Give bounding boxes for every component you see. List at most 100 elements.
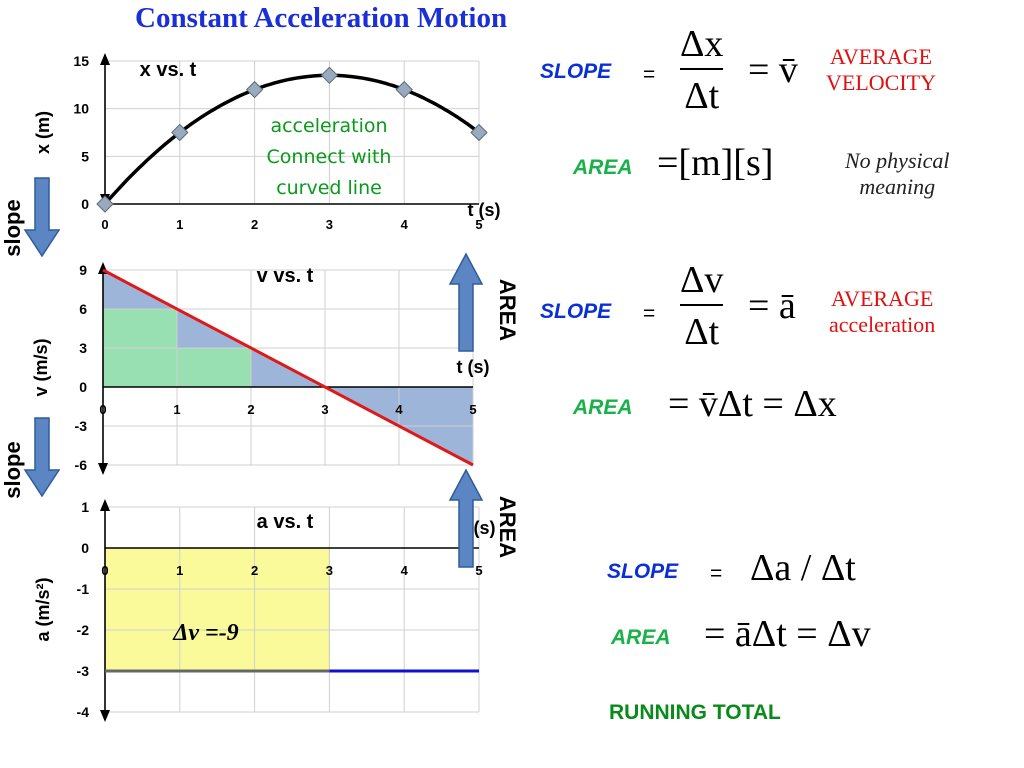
a-x-tick-label-4: 4 — [401, 563, 409, 578]
a-area-meaning: RUNNING TOTAL — [609, 701, 781, 724]
v-x-tick-label-2: 2 — [247, 402, 254, 417]
a-y-axis-arrow-up — [100, 499, 110, 511]
x-y-axis-arrow-up — [100, 53, 110, 65]
x-y-tick-label-1: 5 — [81, 148, 89, 164]
x-annotation-line-1: Connect with — [267, 146, 392, 168]
x-x-axis-label: t (s) — [468, 200, 501, 220]
v-x-tick-label-4: 4 — [395, 402, 403, 417]
v-slope-meaning-line2: acceleration — [829, 312, 936, 337]
x-x-tick-label-2: 2 — [251, 217, 258, 232]
v-velocity-line — [102, 268, 474, 467]
a-x-tick-label-5: 5 — [475, 563, 482, 578]
x-x-tick-label-5: 5 — [475, 217, 482, 232]
slope-arrow-2 — [23, 417, 61, 498]
v-y-tick-label-5: 9 — [79, 262, 87, 278]
v-slope-denominator: Δt — [684, 311, 720, 353]
a-chart-title: a vs. t — [257, 511, 314, 533]
x-area-meaning: No physical meaning — [845, 148, 950, 200]
a-y-tick-label-4: 0 — [81, 540, 89, 556]
a-area-result: = āΔt = Δv — [704, 613, 871, 655]
x-annotation-line-2: curved line — [276, 177, 382, 199]
area-arrow-1 — [448, 252, 484, 352]
area-word-2: AREA — [495, 496, 520, 558]
x-y-tick-label-2: 10 — [73, 101, 89, 117]
a-area-annotation: Δv =-9 — [172, 620, 238, 646]
slope-word-2: slope — [0, 441, 25, 498]
x-data-point-3 — [320, 66, 339, 85]
x-data-point-1 — [171, 123, 189, 142]
a-slope-equals: = — [710, 562, 723, 585]
x-slope-meaning-line1: AVERAGE — [829, 44, 933, 69]
a-x-tick-label-3: 3 — [326, 563, 333, 578]
v-x-tick-label-1: 1 — [173, 402, 180, 417]
x-x-tick-label-3: 3 — [326, 217, 333, 232]
v-area-label: AREA — [573, 396, 633, 419]
x-data-point-4 — [395, 80, 413, 99]
a-x-tick-label-1: 1 — [176, 563, 183, 578]
a-slope-result: Δa / Δt — [750, 547, 856, 589]
a-x-tick-label-2: 2 — [251, 563, 258, 578]
v-y-tick-label-0: -6 — [75, 457, 88, 473]
x-position-curve — [103, 73, 481, 206]
v-slope-fraction: Δv Δt — [680, 258, 724, 354]
area-word-1: AREA — [495, 279, 520, 341]
v-y-tick-label-3: 3 — [79, 340, 87, 356]
a-y-axis-arrow-down — [100, 710, 110, 722]
a-y-tick-label-3: -1 — [77, 581, 90, 597]
a-y-tick-label-1: -3 — [77, 663, 90, 679]
slope-word-1: slope — [0, 199, 25, 256]
a-y-tick-label-0: -4 — [77, 704, 90, 720]
slope-arrow-1 — [23, 177, 61, 258]
v-x-tick-label-0: 0 — [99, 402, 106, 417]
v-slope-numerator: Δv — [680, 259, 724, 301]
v-y-tick-label-2: 0 — [79, 379, 87, 395]
fraction-bar — [680, 304, 724, 306]
x-slope-numerator: Δx — [680, 23, 724, 65]
fraction-bar — [680, 68, 724, 70]
area-arrow-2 — [448, 468, 484, 568]
x-area-meaning-line1: No physical — [845, 148, 950, 173]
page-title: Constant Acceleration Motion — [135, 2, 508, 34]
v-y-axis-arrow-down — [98, 463, 108, 475]
x-slope-meaning: AVERAGE VELOCITY — [826, 44, 936, 96]
x-slope-result: = v̄ — [748, 49, 798, 91]
x-area-label: AREA — [573, 156, 633, 179]
v-step-rect-1 — [176, 347, 252, 388]
a-x-tick-label-0: 0 — [101, 563, 108, 578]
a-slope-label: SLOPE — [607, 560, 679, 583]
x-y-tick-label-3: 15 — [73, 53, 89, 69]
v-x-tick-label-3: 3 — [321, 402, 328, 417]
v-y-axis-label: v (m/s) — [31, 338, 51, 396]
x-y-axis-label: x (m) — [33, 111, 53, 154]
v-x-tick-label-5: 5 — [469, 402, 476, 417]
a-y-tick-label-5: 1 — [81, 499, 89, 515]
v-area-result: = v̄Δt = Δx — [668, 383, 837, 425]
v-slope-meaning: AVERAGE acceleration — [829, 286, 935, 338]
a-area-label: AREA — [611, 626, 671, 649]
v-slope-meaning-line1: AVERAGE — [831, 286, 934, 311]
x-slope-fraction: Δx Δt — [680, 22, 724, 118]
x-chart-title: x vs. t — [140, 59, 197, 81]
x-slope-label: SLOPE — [540, 60, 612, 83]
x-area-result: =[m][s] — [657, 142, 774, 184]
x-slope-meaning-line2: VELOCITY — [826, 70, 936, 95]
v-chart-title: v vs. t — [257, 265, 314, 287]
v-slope-result: = ā — [748, 285, 796, 327]
x-x-tick-label-1: 1 — [176, 217, 183, 232]
v-x-axis-label: t (s) — [457, 357, 490, 377]
x-data-point-0 — [96, 195, 114, 213]
x-x-tick-label-0: 0 — [101, 217, 108, 232]
x-annotation-line-0: acceleration — [270, 115, 387, 137]
v-y-tick-label-1: -3 — [75, 418, 88, 434]
x-slope-equals: = — [643, 63, 656, 86]
x-x-tick-label-4: 4 — [401, 217, 409, 232]
v-y-tick-label-4: 6 — [79, 301, 87, 317]
x-data-point-2 — [245, 80, 264, 99]
a-y-tick-label-2: -2 — [77, 622, 90, 638]
x-data-point-5 — [470, 123, 488, 142]
v-slope-label: SLOPE — [540, 300, 612, 323]
x-y-tick-label-0: 0 — [81, 196, 89, 212]
a-area-fill — [104, 547, 330, 672]
x-slope-denominator: Δt — [684, 75, 720, 117]
